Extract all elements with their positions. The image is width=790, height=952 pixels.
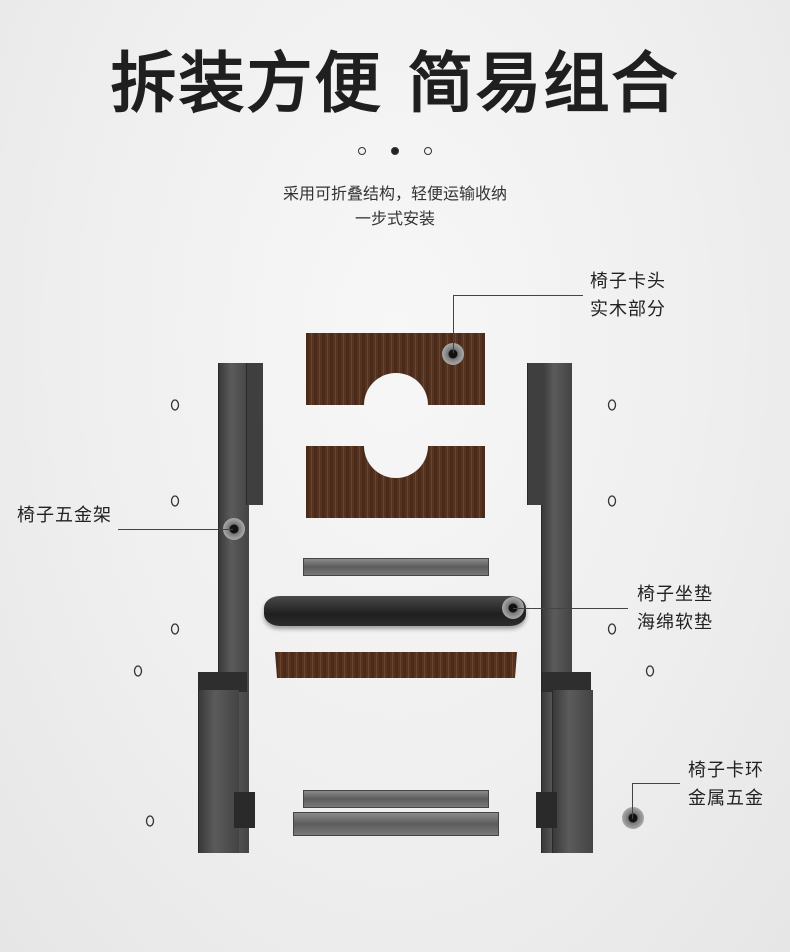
callout-cushion-line2: 海绵软垫: [637, 612, 713, 633]
left-frame-joint: [198, 672, 247, 692]
callout-head: 椅子卡头 实木部分: [590, 268, 666, 324]
callout-line-frame: [118, 529, 233, 530]
callout-ring-line2: 金属五金: [688, 788, 764, 809]
bolt-icon: [607, 495, 617, 507]
callout-head-line1: 椅子卡头: [590, 271, 666, 292]
pager-dot-1[interactable]: [357, 147, 366, 155]
pager-dot-3[interactable]: [424, 147, 433, 155]
callout-cushion-line1: 椅子坐垫: [637, 584, 713, 605]
seat-upper-bar: [303, 558, 489, 576]
bolt-icon: [170, 495, 180, 507]
callout-head-line2: 实木部分: [590, 299, 666, 320]
bolt-icon: [607, 623, 617, 635]
right-frame-upper-side: [527, 363, 544, 505]
pager-dot-2[interactable]: [391, 147, 399, 155]
page-title: 拆装方便 简易组合: [110, 45, 680, 122]
bolt-icon: [607, 399, 617, 411]
bolt-icon: [133, 665, 143, 677]
callout-ring-line1: 椅子卡环: [688, 760, 764, 781]
callout-line-ring-vertical: [632, 783, 633, 819]
bolt-icon: [145, 815, 155, 827]
callout-line-ring-horizontal: [632, 783, 680, 784]
wood-head-bottom: [306, 446, 485, 518]
seat-cushion: [264, 596, 526, 626]
callout-cushion: 椅子坐垫 海绵软垫: [637, 581, 713, 637]
left-frame-leg: [198, 690, 239, 853]
callout-ring: 椅子卡环 金属五金: [688, 757, 764, 813]
callout-pin-frame: [223, 518, 245, 540]
bolt-icon: [645, 665, 655, 677]
right-frame-foot-clip: [536, 792, 557, 828]
bolt-icon: [170, 623, 180, 635]
bolt-icon: [170, 399, 180, 411]
lower-bar-bottom: [293, 812, 499, 836]
callout-pin-head: [442, 343, 464, 365]
left-frame-upper-side: [246, 363, 263, 505]
right-frame-leg: [552, 690, 593, 853]
wood-seat-base: [275, 652, 517, 678]
subtitle-line-2: 一步式安装: [354, 209, 435, 228]
lower-bar-top: [303, 790, 489, 808]
callout-line-cushion: [513, 608, 628, 609]
subtitle-line-1: 采用可折叠结构，轻便运输收纳: [282, 184, 507, 203]
callout-frame-line1: 椅子五金架: [17, 505, 112, 526]
right-frame-joint: [542, 672, 591, 692]
pager-dots: [0, 140, 790, 159]
callout-frame: 椅子五金架: [17, 502, 112, 530]
callout-pin-ring: [622, 807, 644, 829]
wood-head-top: [306, 333, 485, 405]
callout-line-head-vertical: [453, 295, 454, 353]
left-frame-foot-clip: [234, 792, 255, 828]
callout-line-head-horizontal: [453, 295, 583, 296]
